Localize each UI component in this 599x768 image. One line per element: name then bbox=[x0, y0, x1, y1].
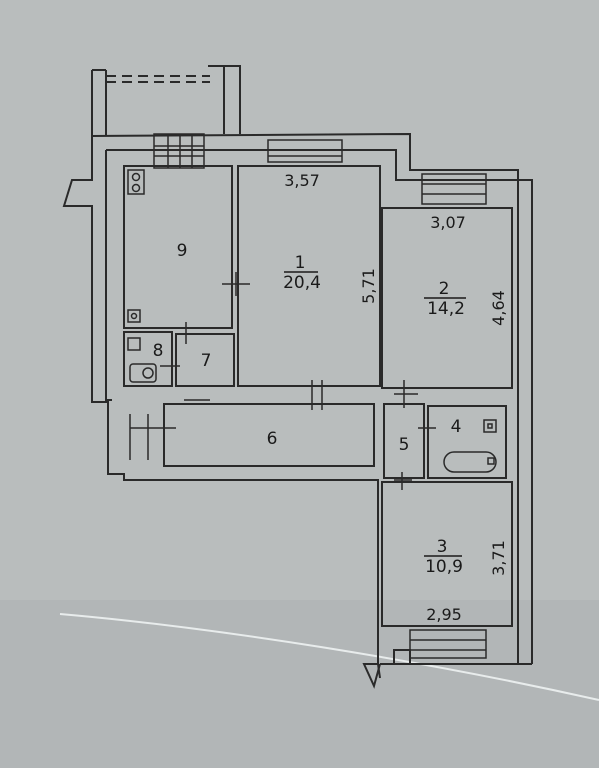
room1-width-label: 3,57 bbox=[284, 171, 320, 190]
room1-length-label: 5,71 bbox=[359, 268, 378, 304]
bathtub-icon bbox=[443, 419, 497, 473]
room2-outline bbox=[381, 207, 513, 389]
room2-length-label: 4,64 bbox=[489, 290, 508, 326]
room1-outline bbox=[237, 165, 381, 387]
room9-number: 9 bbox=[177, 241, 188, 261]
room7-number: 7 bbox=[201, 351, 212, 371]
room6-outline bbox=[163, 403, 375, 467]
room1-number: 1 bbox=[295, 253, 306, 273]
room5-number: 5 bbox=[399, 435, 410, 455]
room3-area: 10,9 bbox=[425, 557, 463, 577]
stove-icon bbox=[127, 169, 145, 195]
room6-number: 6 bbox=[267, 429, 278, 449]
room-outlines bbox=[123, 165, 513, 627]
room3-outline bbox=[381, 481, 513, 627]
sink-icon bbox=[127, 309, 141, 323]
kitchen-fixtures bbox=[127, 169, 145, 323]
washbasin-icon bbox=[483, 419, 497, 433]
room4-number: 4 bbox=[451, 417, 462, 437]
windows bbox=[129, 133, 487, 659]
paper-lower-band bbox=[0, 600, 599, 768]
toilet-icon bbox=[127, 337, 157, 383]
room8-outline bbox=[123, 331, 173, 387]
room3-length-label: 3,71 bbox=[489, 540, 508, 576]
paper-fold-line bbox=[59, 613, 599, 701]
room3-number: 3 bbox=[437, 537, 448, 557]
room3-width-label: 2,95 bbox=[426, 605, 462, 624]
room8-number: 8 bbox=[153, 341, 164, 361]
door-marks bbox=[160, 272, 436, 490]
room2-width-label: 3,07 bbox=[430, 213, 466, 232]
room1-area: 20,4 bbox=[283, 273, 321, 293]
room2-number: 2 bbox=[439, 279, 450, 299]
room4-outline bbox=[427, 405, 507, 479]
room9-outline bbox=[123, 165, 233, 329]
room2-area: 14,2 bbox=[427, 299, 465, 319]
